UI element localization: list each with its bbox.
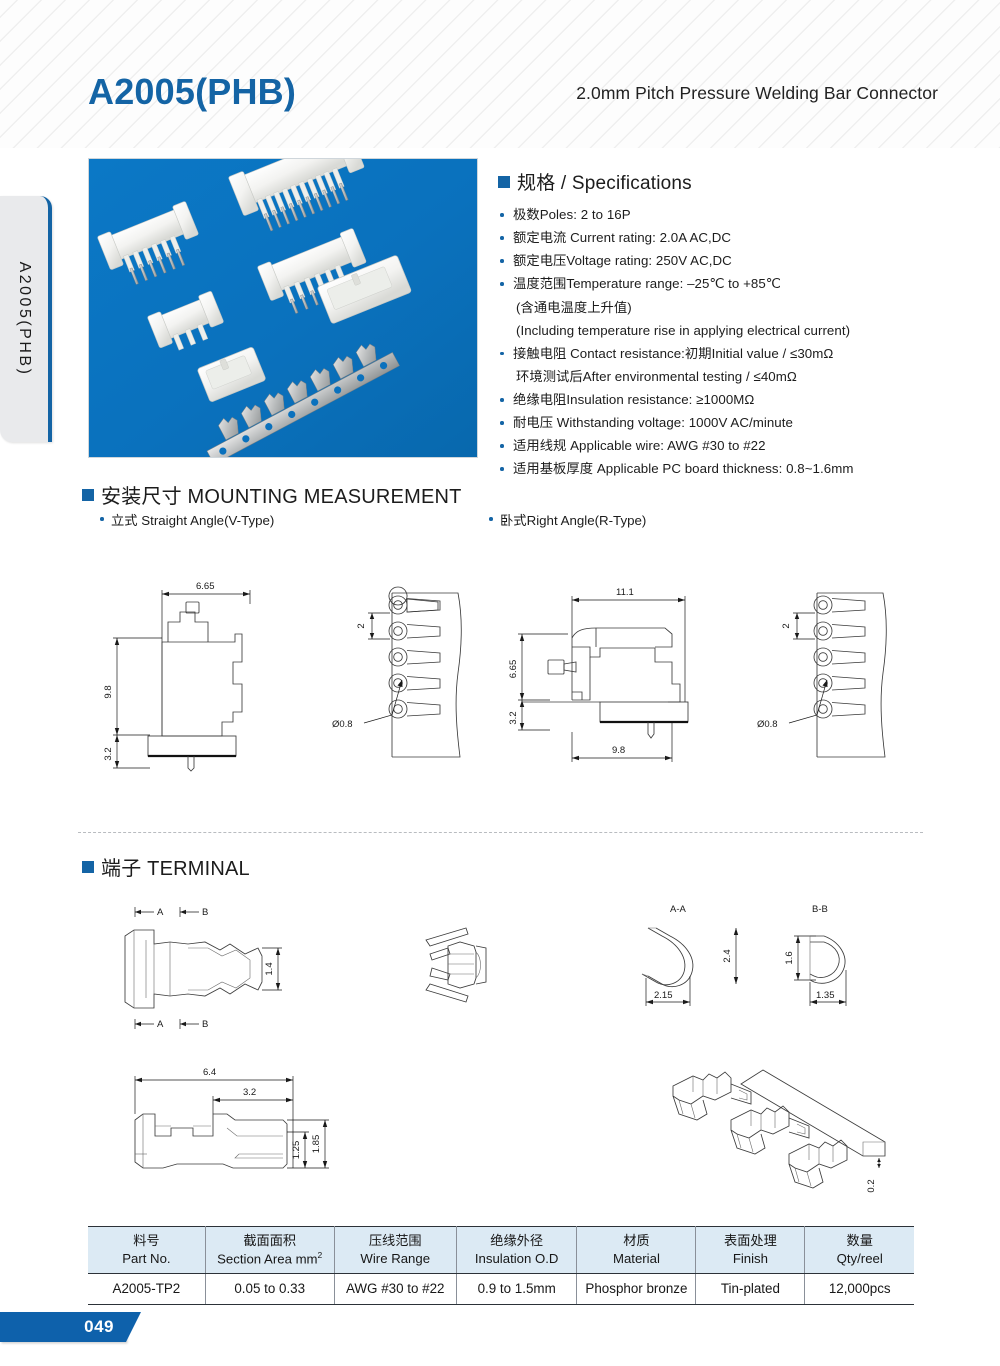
side-index-tab: A2005(PHB) — [0, 196, 52, 442]
dim-label: 0.2 — [866, 1179, 877, 1192]
dim-label: 1.85 — [311, 1135, 322, 1154]
drawing-r-type-side: 11.1 6.65 3.2 — [500, 572, 725, 787]
dim-label: 6.4 — [203, 1067, 216, 1078]
dim-label: 2.4 — [722, 949, 733, 962]
specifications-list: 极数Poles: 2 to 16P 额定电流 Current rating: 2… — [498, 203, 948, 481]
dim-label: 2 — [781, 623, 792, 628]
spec-item: 额定电流 Current rating: 2.0A AC,DC — [498, 226, 948, 249]
section-mark-a: A — [157, 907, 164, 918]
table-row: A2005-TP2 0.05 to 0.33 AWG #30 to #22 0.… — [88, 1273, 914, 1306]
spec-item: 额定电压Voltage rating: 250V AC,DC — [498, 249, 948, 272]
drawing-terminal-top-view: A B 1.4 — [110, 898, 370, 1038]
dim-label: 1.35 — [816, 990, 835, 1001]
spec-item: 温度范围Temperature range: –25℃ to +85℃ — [498, 272, 948, 295]
dim-label: Ø0.8 — [757, 719, 778, 730]
table-cell: A2005-TP2 — [88, 1273, 206, 1306]
table-header-cell: 材质 Material — [576, 1225, 697, 1275]
drawing-v-type-footprint: 2 — [330, 585, 475, 770]
bullet-square-icon — [82, 488, 94, 501]
drawing-section-bb: B-B 1.6 1.35 — [770, 898, 900, 1018]
section-aa-label: A-A — [670, 904, 687, 915]
dim-label: 1.6 — [784, 951, 795, 964]
spec-item: 极数Poles: 2 to 16P — [498, 203, 948, 226]
drawing-terminal-iso-front — [408, 918, 518, 1013]
table-header-cell: 压线范围 Wire Range — [333, 1225, 457, 1275]
specifications-block: 规格 / Specifications 极数Poles: 2 to 16P 额定… — [498, 168, 948, 481]
page-header: A2005(PHB) 2.0mm Pitch Pressure Welding … — [0, 0, 1000, 148]
table-header-cell: 截面面积 Section Area mm2 — [204, 1225, 335, 1275]
section-mark-b: B — [202, 907, 208, 918]
mounting-subtitle-v-type: 立式 Straight Angle(V-Type) — [98, 510, 274, 529]
spec-item: 绝缘电阻Insulation resistance: ≥1000MΩ — [498, 388, 948, 411]
spec-item: 适用基板厚度 Applicable PC board thickness: 0.… — [498, 457, 948, 480]
table-cell: Phosphor bronze — [576, 1273, 697, 1306]
page-footer-bar: 049 — [0, 1312, 141, 1342]
section-bb-label: B-B — [812, 904, 828, 915]
dim-label: 3.2 — [103, 747, 114, 760]
page-title: A2005(PHB) — [88, 71, 297, 112]
spec-item-continuation: 环境测试后After environmental testing / ≤40mΩ — [516, 368, 797, 384]
connector-12p — [228, 159, 365, 232]
spec-item: 接触电阻 Contact resistance:初期Initial value … — [498, 342, 948, 365]
terminal-reel-strip — [206, 343, 400, 457]
table-header-cell: 绝缘外径 Insulation O.D — [455, 1225, 578, 1275]
spec-item: 耐电压 Withstanding voltage: 1000V AC/minut… — [498, 411, 948, 434]
drawing-terminal-side-view: 6.4 3.2 1.85 — [115, 1058, 365, 1203]
dim-label: 1.4 — [264, 962, 275, 975]
section-mark-b: B — [202, 1019, 208, 1030]
mounting-heading-text: 安装尺寸 MOUNTING MEASUREMENT — [101, 486, 462, 508]
drawing-r-type-footprint: 2 Ø0.8 — [755, 585, 905, 770]
dim-label: 11.1 — [616, 587, 634, 598]
housing-large — [317, 255, 412, 324]
spec-item-continuation: (Including temperature rise in applying … — [516, 322, 851, 338]
table-header-row: 料号 Part No. 截面面积 Section Area mm2 压线范围 W… — [88, 1225, 914, 1275]
table-header-cell: 数量 Qty/reel — [804, 1225, 914, 1275]
drawing-v-type-side: 6.65 9.8 3.2 — [100, 572, 320, 787]
dim-label: 6.65 — [508, 660, 519, 679]
table-header-cell: 表面处理 Finish — [695, 1225, 806, 1275]
connector-4p-center — [147, 291, 224, 351]
dim-label: 1.25 — [291, 1141, 302, 1160]
spec-item-continuation: (含通电温度上升值) — [516, 299, 632, 315]
spec-item: 适用线规 Applicable wire: AWG #30 to #22 — [498, 434, 948, 457]
connector-7p-left — [97, 201, 199, 285]
section-mark-a: A — [157, 1019, 164, 1030]
section-divider — [78, 832, 923, 833]
mounting-subtitle-r-type: 卧式Right Angle(R-Type) — [487, 510, 646, 529]
drawing-section-aa: A-A 2.4 2.15 — [640, 898, 770, 1018]
dim-label: 9.8 — [103, 685, 114, 698]
page-number: 049 — [84, 1317, 114, 1336]
bullet-square-icon — [498, 175, 510, 188]
dim-label: Ø0.8 — [332, 719, 353, 730]
drawing-terminal-strip-iso: 0.2 — [645, 1069, 925, 1215]
terminal-heading-text: 端子 TERMINAL — [101, 858, 250, 880]
specifications-heading: 规格 / Specifications — [498, 168, 948, 195]
table-cell: 0.05 to 0.33 — [204, 1273, 335, 1306]
dim-label: 2 — [356, 623, 367, 628]
dim-label: 3.2 — [508, 711, 519, 724]
table-cell: AWG #30 to #22 — [333, 1273, 457, 1306]
specification-table: 料号 Part No. 截面面积 Section Area mm2 压线范围 W… — [88, 1225, 914, 1306]
page-subtitle: 2.0mm Pitch Pressure Welding Bar Connect… — [576, 83, 938, 103]
dim-label: 6.65 — [196, 581, 215, 592]
specifications-heading-text: 规格 / Specifications — [517, 173, 692, 194]
table-cell: 0.9 to 1.5mm — [455, 1273, 578, 1306]
dim-label: 3.2 — [243, 1087, 256, 1098]
table-cell: 12,000pcs — [804, 1273, 914, 1306]
bullet-square-icon — [82, 860, 94, 873]
product-photo — [88, 158, 478, 458]
terminal-heading: 端子 TERMINAL — [82, 852, 250, 881]
side-tab-label: A2005(PHB) — [16, 261, 33, 377]
mounting-heading: 安装尺寸 MOUNTING MEASUREMENT — [82, 480, 462, 509]
dim-label: 9.8 — [612, 745, 625, 756]
table-header-cell: 料号 Part No. — [88, 1225, 206, 1275]
housing-small — [197, 347, 266, 402]
dim-label: 2.15 — [654, 990, 673, 1001]
table-cell: Tin-plated — [695, 1273, 806, 1306]
